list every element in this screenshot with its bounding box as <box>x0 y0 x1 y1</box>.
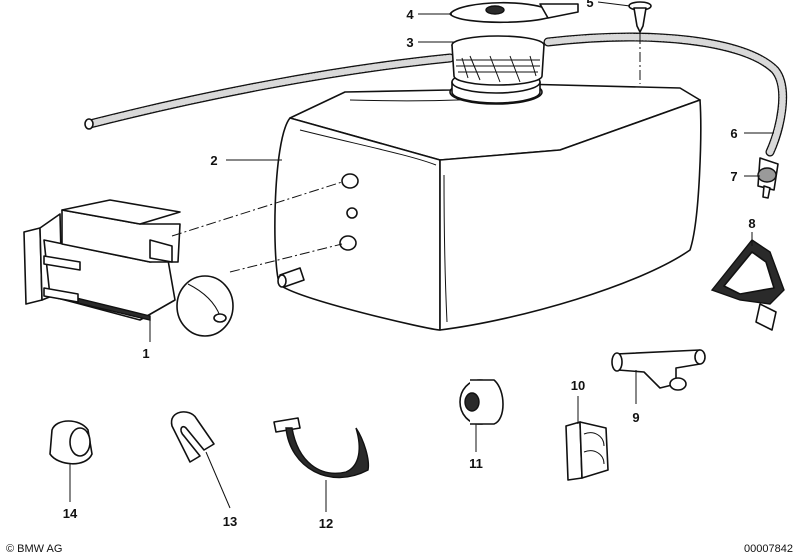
cap-4 <box>449 1 579 24</box>
washer-tank <box>274 70 702 331</box>
callout-6: 6 <box>730 126 737 141</box>
callout-labels: 1 2 3 4 5 6 7 8 9 10 11 12 13 14 <box>63 0 756 531</box>
callout-11: 11 <box>469 456 483 471</box>
strainer-3 <box>451 35 545 86</box>
callout-7: 7 <box>730 169 737 184</box>
callout-10: 10 <box>571 378 585 393</box>
callout-2: 2 <box>210 153 217 168</box>
grommet-11 <box>459 379 504 425</box>
strap-12 <box>273 417 370 479</box>
t-connector-9 <box>611 349 706 391</box>
callout-5: 5 <box>586 0 593 10</box>
drawing-number: 00007842 <box>744 543 793 555</box>
callout-13: 13 <box>223 514 237 529</box>
screw-5 <box>628 1 652 33</box>
hose-long <box>84 53 455 130</box>
callout-14: 14 <box>63 506 78 521</box>
hose-6 <box>543 32 788 157</box>
callout-3: 3 <box>406 35 413 50</box>
rubber-cap-14 <box>49 420 93 465</box>
callout-9: 9 <box>632 410 639 425</box>
hose-clip-13 <box>170 411 215 463</box>
callout-1: 1 <box>142 346 149 361</box>
callout-4: 4 <box>406 7 414 22</box>
callout-12: 12 <box>319 516 333 531</box>
washer-pump <box>23 199 234 337</box>
spray-nozzle-8 <box>710 239 785 331</box>
copyright-text: © BMW AG <box>6 543 62 555</box>
leader-lines <box>69 1 774 512</box>
check-valve-7 <box>757 157 779 199</box>
callout-8: 8 <box>748 216 755 231</box>
clip-10 <box>565 421 609 481</box>
